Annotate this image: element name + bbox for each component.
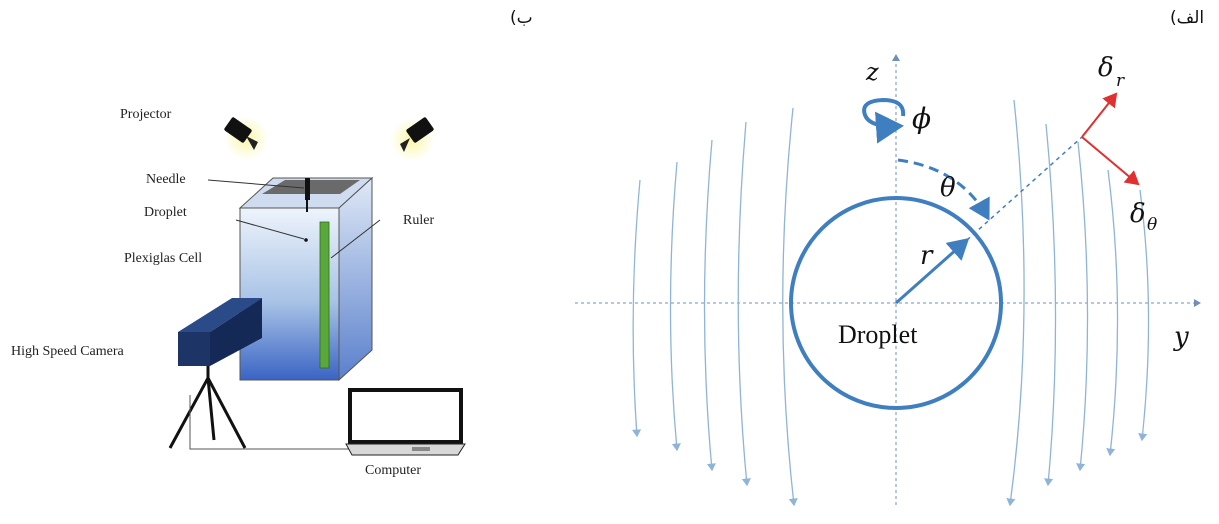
label-r: r: [920, 241, 934, 271]
droplet-dot: [304, 238, 308, 242]
label-droplet: Droplet: [144, 205, 187, 220]
experimental-setup: Projector Needle Droplet Ruler Plexiglas…: [11, 107, 466, 478]
label-delta-r-subscript: r: [1116, 71, 1125, 91]
radius-vector: [895, 238, 970, 305]
delta-theta-vector: [1081, 136, 1140, 186]
label-needle: Needle: [146, 172, 186, 187]
panel-label-a: الف): [1170, 8, 1205, 28]
label-theta: θ: [940, 173, 956, 203]
delta-r-vector: [1081, 92, 1118, 138]
label-computer: Computer: [365, 463, 421, 478]
label-plexiglas-cell: Plexiglas Cell: [124, 251, 202, 266]
label-phi: ϕ: [912, 102, 931, 135]
label-delta-theta-symbol: δ: [1130, 199, 1146, 229]
panel-label-b: ب): [510, 8, 533, 28]
ruler: [319, 221, 330, 369]
phi-rotation-arrow: [862, 97, 906, 144]
computer-icon: [345, 388, 466, 456]
label-droplet-center: Droplet: [838, 320, 918, 349]
projector-left-icon: [224, 116, 268, 160]
projector-right-icon: [390, 117, 434, 162]
label-high-speed-camera: High Speed Camera: [11, 344, 125, 359]
needle: [305, 178, 310, 212]
theta-arc: [897, 158, 990, 221]
label-delta-theta: δ θ: [1130, 199, 1157, 235]
droplet-circle: [789, 196, 1003, 410]
label-y: y: [1173, 322, 1189, 352]
label-projector: Projector: [120, 107, 172, 122]
label-delta-r-symbol: δ: [1098, 53, 1114, 83]
label-z: z: [865, 58, 879, 86]
high-speed-camera-icon: [168, 298, 262, 449]
field-diagram: z y ϕ θ r Droplet δ r δ θ: [575, 53, 1201, 507]
label-delta-r: δ r: [1098, 53, 1125, 91]
label-delta-theta-subscript: θ: [1147, 215, 1157, 235]
label-ruler: Ruler: [403, 213, 434, 228]
radius-extension: [966, 136, 1083, 241]
